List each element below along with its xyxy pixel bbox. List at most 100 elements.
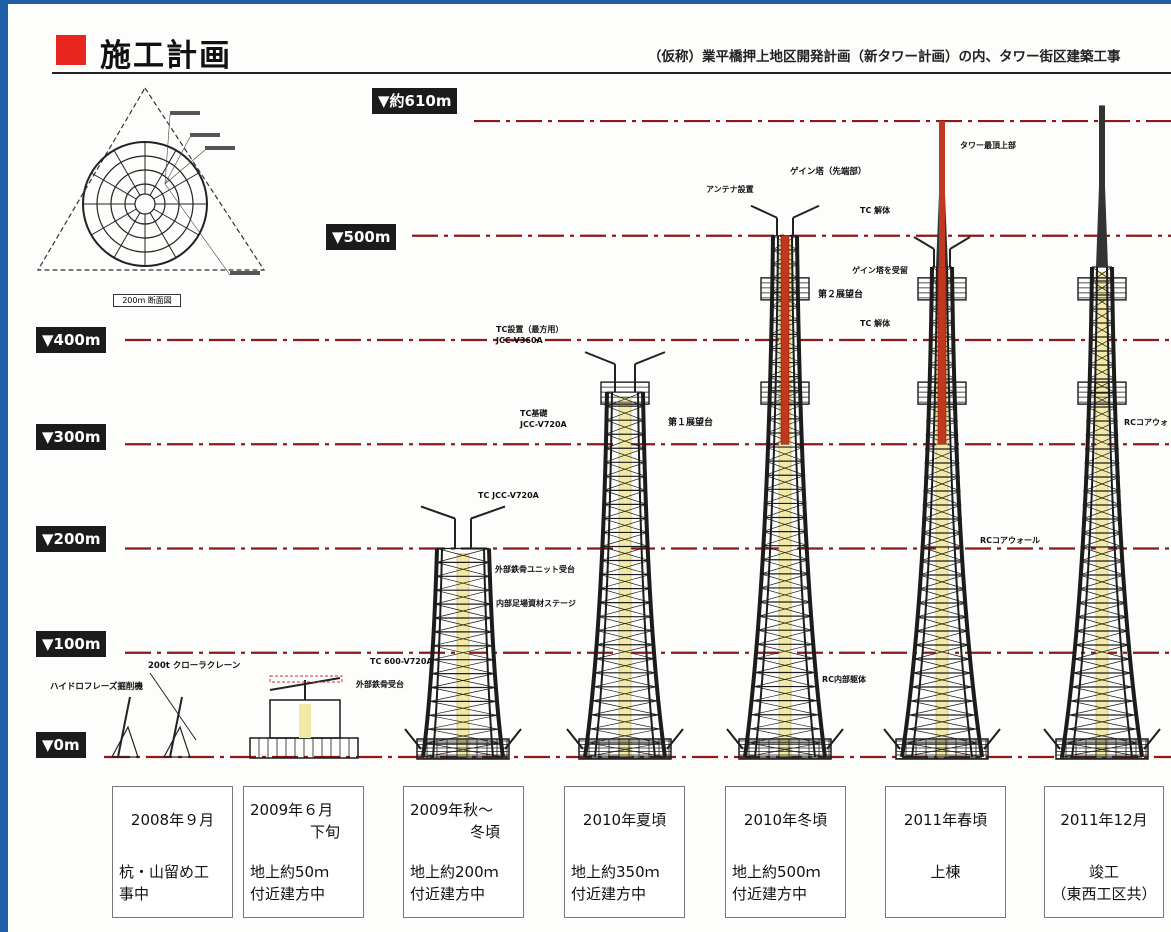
tower	[1043, 105, 1161, 760]
tower-diagonal	[432, 645, 494, 661]
tower-leg-inner	[1071, 267, 1098, 758]
crane-jib	[750, 204, 778, 219]
tower-diagonal	[598, 602, 653, 618]
stage-caption: 2011年春頃 上棟	[885, 786, 1006, 918]
tower-leg-inner	[637, 392, 656, 758]
stage-status: 地上約200ｍ 付近建方中	[410, 863, 499, 903]
tower-diagonal	[915, 644, 970, 660]
tower-diagonal	[606, 405, 645, 421]
tower-diagonal	[763, 517, 808, 532]
tower-leg	[641, 392, 667, 758]
tower-diagonal	[1086, 420, 1119, 436]
tc-top-label: TC JCC-V720A	[478, 491, 540, 500]
tower-diagonal	[911, 700, 975, 716]
tower-diagonal	[1069, 714, 1136, 730]
second-deck-label: 第２展望台	[818, 288, 863, 300]
tower-diagonal	[916, 616, 968, 632]
tc-demolish-label: TC 解体	[860, 318, 891, 328]
tower-diagonal	[592, 700, 659, 716]
tower-diagonal	[1080, 560, 1125, 576]
tc-label: TC 600-V720A	[370, 657, 433, 666]
tower-diagonal	[924, 462, 961, 478]
crane-jib	[634, 351, 666, 366]
spire-mast	[939, 121, 945, 268]
tower-leg-inner	[483, 548, 494, 758]
tower-leg	[795, 235, 827, 758]
leader	[149, 672, 197, 741]
tower-diagonal	[925, 448, 960, 464]
tower-diagonal	[755, 672, 816, 687]
tower-diagonal	[913, 672, 972, 688]
tc-base-label: JCC-V720A	[519, 420, 568, 429]
stage-date: 2011年春頃	[903, 811, 988, 829]
tower-diagonal	[431, 673, 496, 688]
tower-diagonal	[594, 672, 657, 688]
tower-leg	[421, 548, 439, 758]
tower-diagonal	[1084, 462, 1121, 478]
tower-diagonal	[753, 700, 819, 716]
tower-diagonal	[436, 548, 490, 563]
tower-diagonal	[1089, 322, 1115, 338]
tower-diagonal	[1079, 574, 1126, 590]
plan-note	[170, 111, 200, 115]
tower-diagonal	[921, 532, 964, 548]
plan-spoke	[149, 150, 177, 196]
tower-diagonal	[1073, 672, 1132, 688]
tower-diagonal	[604, 447, 646, 463]
outrigger	[666, 728, 684, 750]
tower-diagonal	[1078, 588, 1127, 604]
plan-leader	[164, 114, 171, 185]
plan-view	[36, 86, 266, 276]
plan-leader	[164, 183, 231, 276]
plan-leader	[164, 149, 206, 185]
tower-diagonal	[1082, 504, 1122, 520]
outrigger	[726, 728, 744, 750]
tower-diagonal	[920, 560, 965, 576]
tower-leg-inner	[754, 235, 779, 758]
level-label-300: ▼300m	[36, 424, 107, 450]
stage-date: 2008年９月	[130, 811, 215, 829]
tower-leg-inner	[1106, 267, 1133, 758]
tower-diagonal	[912, 686, 973, 702]
tower-diagonal	[604, 461, 647, 477]
plan-ring	[134, 193, 156, 215]
tower-diagonal	[432, 659, 495, 674]
tower-diagonal	[923, 490, 962, 506]
tower-diagonal	[760, 573, 811, 589]
tower-diagonal	[765, 446, 805, 462]
tower-leg-inner	[791, 235, 816, 758]
crane-boom	[169, 696, 183, 758]
tower-diagonal	[919, 574, 966, 590]
tower-diagonal	[1075, 644, 1130, 660]
stage-date: 2009年６月 下旬	[250, 801, 341, 841]
tower-diagonal	[1076, 616, 1128, 632]
stage-caption: 2010年夏頃 地上約350ｍ 付近建方中	[564, 786, 685, 918]
tower-diagonal	[605, 433, 646, 449]
tower-diagonal	[434, 603, 492, 619]
stage-date: 2010年夏頃	[582, 811, 667, 829]
outrigger	[1143, 728, 1161, 750]
spire-mast	[1099, 105, 1105, 268]
gain-tower-label: ゲイン塔（先端部）	[790, 166, 866, 177]
tower-diagonal	[1071, 700, 1135, 716]
rc-core-label: RCコアウォール	[980, 536, 1040, 545]
plan-spoke	[91, 208, 137, 236]
tower-top-label: タワー最頂上部	[960, 140, 1016, 150]
tower-diagonal	[909, 714, 976, 730]
lifting-zone	[269, 675, 343, 683]
antenna-label: アンテナ設置	[706, 184, 754, 194]
tower-diagonal	[1081, 532, 1124, 548]
hydrofraise-label: ハイドロフレーズ掘削機	[50, 681, 143, 692]
page-frame-left	[0, 0, 8, 932]
tower-diagonal	[596, 644, 655, 660]
title-marker	[56, 35, 86, 65]
outrigger	[404, 728, 422, 750]
core-wall	[1095, 271, 1109, 758]
tower-diagonal	[435, 589, 492, 605]
inner-stage-label: 内部足場資材ステージ	[496, 598, 576, 608]
tower-diagonal	[1080, 546, 1124, 562]
tower-diagonal	[595, 658, 656, 674]
